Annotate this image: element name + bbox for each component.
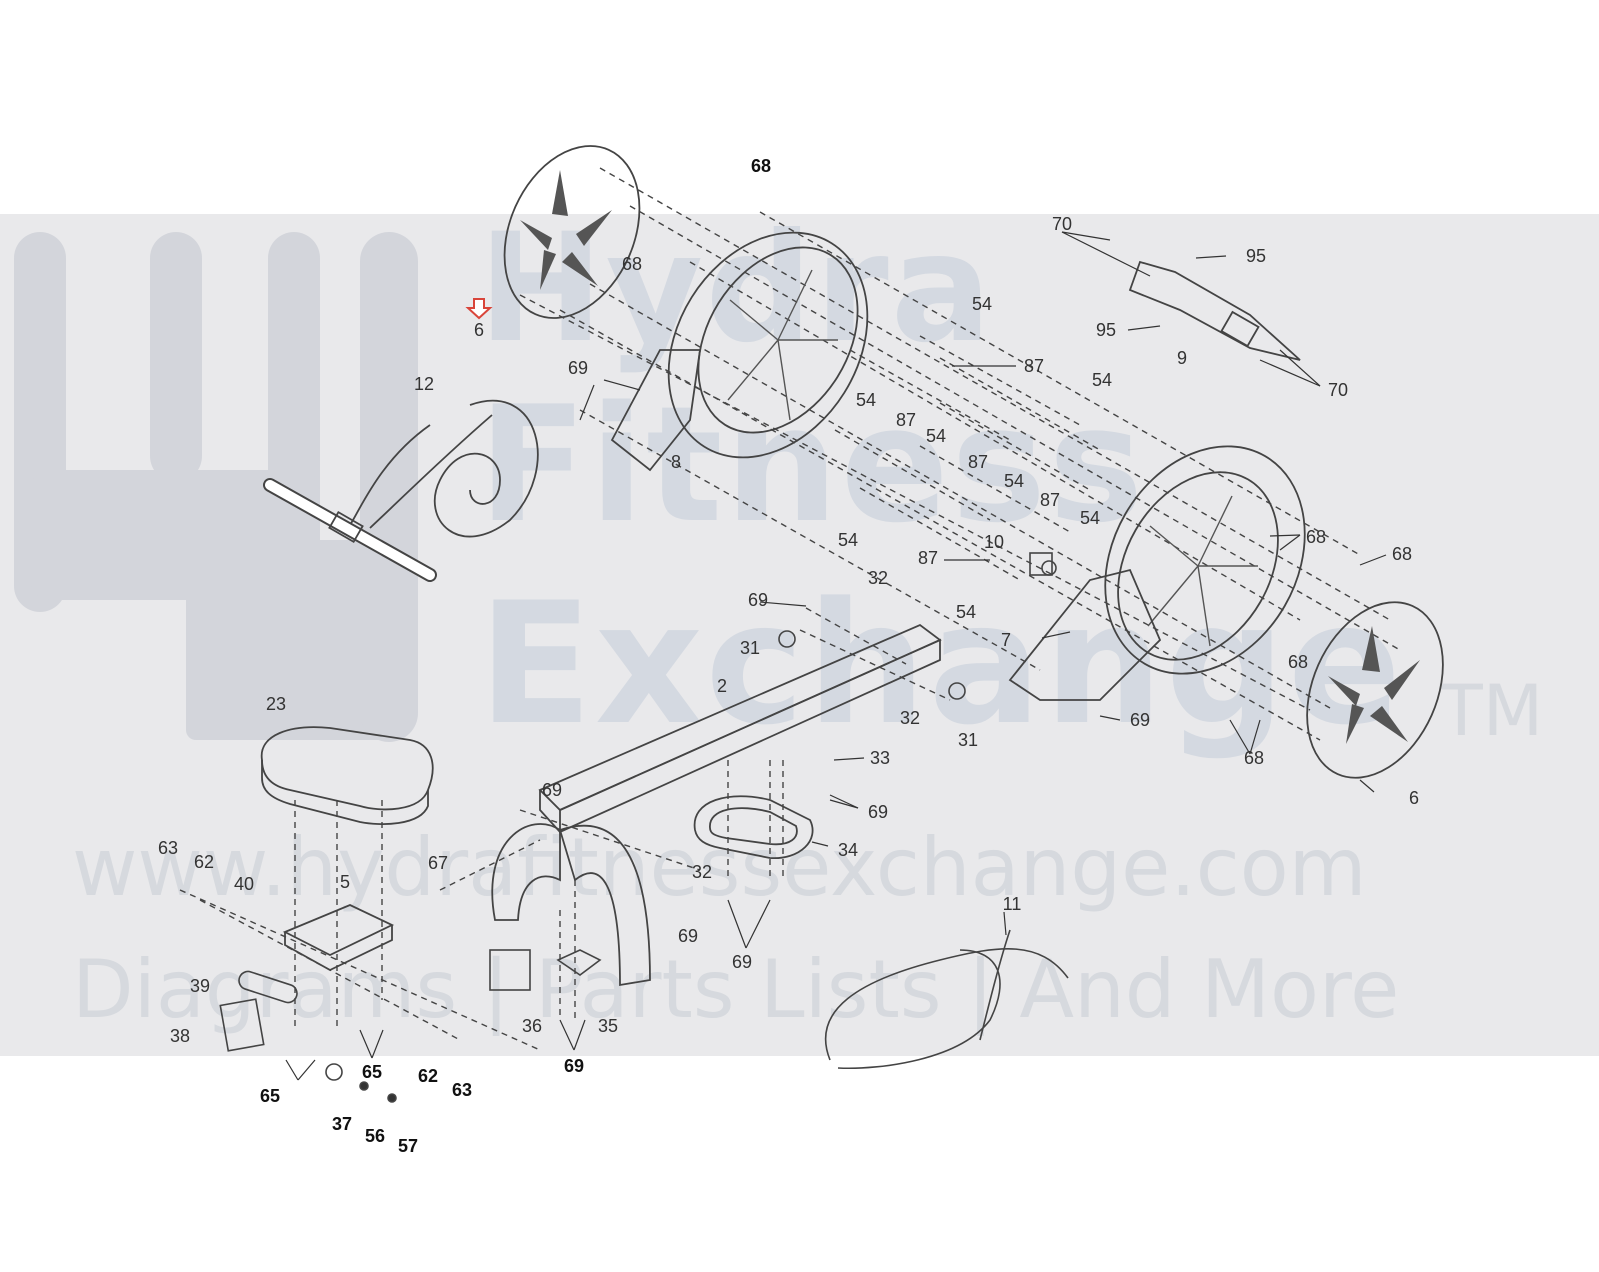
callout-54: 54 [955, 602, 977, 622]
callout-10: 10 [983, 532, 1005, 552]
callout-69: 69 [677, 926, 699, 946]
callout-5: 5 [339, 872, 351, 892]
callout-63: 63 [157, 838, 179, 858]
dashed-assembly-lines [179, 167, 1401, 1051]
callout-69: 69 [731, 952, 753, 972]
callout-87: 87 [895, 410, 917, 430]
callout-6: 6 [1408, 788, 1420, 808]
callout-54: 54 [1003, 471, 1025, 491]
callout-68: 68 [621, 254, 643, 274]
callout-7: 7 [1000, 630, 1012, 650]
callout-9: 9 [1176, 348, 1188, 368]
callout-68: 68 [1287, 652, 1309, 672]
callout-54: 54 [855, 390, 877, 410]
callout-33: 33 [869, 748, 891, 768]
callout-40: 40 [233, 874, 255, 894]
callout-38: 38 [169, 1026, 191, 1046]
watermark-line-exchange: Exchange [478, 566, 1404, 762]
callout-57: 57 [397, 1136, 419, 1156]
callout-62: 62 [417, 1066, 439, 1086]
fan-housing-right [1008, 445, 1306, 701]
callout-54: 54 [1079, 508, 1101, 528]
seat [260, 726, 434, 825]
callout-32: 32 [899, 708, 921, 728]
callout-56: 56 [364, 1126, 386, 1146]
callout-95: 95 [1245, 246, 1267, 266]
foot-rest-frame [693, 795, 814, 859]
callout-69: 69 [867, 802, 889, 822]
down-arrow-icon [465, 298, 493, 320]
highlight-marker [465, 298, 493, 320]
callout-68: 68 [1305, 527, 1327, 547]
callout-34: 34 [837, 840, 859, 860]
watermark-trademark: TM [1440, 670, 1544, 752]
callout-35: 35 [597, 1016, 619, 1036]
callout-32: 32 [691, 862, 713, 882]
callout-65: 65 [259, 1086, 281, 1106]
main-rail [491, 623, 942, 987]
callout-65: 65 [361, 1062, 383, 1082]
callout-8: 8 [670, 452, 682, 472]
callout-67: 67 [427, 853, 449, 873]
callout-87: 87 [1023, 356, 1045, 376]
callout-23: 23 [265, 694, 287, 714]
fan-housing-left [610, 231, 869, 472]
callout-87: 87 [917, 548, 939, 568]
fan-cover-right [1306, 601, 1444, 779]
callout-54: 54 [971, 294, 993, 314]
watermark-line-hydra: Hydra [478, 202, 994, 376]
callout-32: 32 [867, 568, 889, 588]
callout-31: 31 [957, 730, 979, 750]
callout-54: 54 [837, 530, 859, 550]
pulley-bracket [1128, 260, 1301, 361]
callout-70: 70 [1051, 214, 1073, 234]
callout-62: 62 [193, 852, 215, 872]
leader-lines [285, 231, 1387, 1081]
watermark-url: www.hydrafitnessexchange.com [72, 821, 1367, 914]
handle-and-strap [263, 399, 539, 582]
callout-69: 69 [747, 590, 769, 610]
callout-6: 6 [473, 320, 485, 340]
callout-36: 36 [521, 1016, 543, 1036]
callout-12: 12 [413, 374, 435, 394]
callout-68: 68 [1243, 748, 1265, 768]
callout-69: 69 [1129, 710, 1151, 730]
callout-87: 87 [967, 452, 989, 472]
callout-69: 69 [563, 1056, 585, 1076]
callout-69: 69 [541, 780, 563, 800]
watermark-tagline: Diagrams | Parts Lists | And More [72, 943, 1400, 1036]
callout-87: 87 [1039, 490, 1061, 510]
callout-54: 54 [925, 426, 947, 446]
callout-11: 11 [1002, 894, 1022, 914]
callout-95: 95 [1095, 320, 1117, 340]
callout-54: 54 [1091, 370, 1113, 390]
small-parts [219, 552, 1057, 1103]
callout-68: 68 [1391, 544, 1413, 564]
callout-2: 2 [716, 676, 728, 696]
callout-37: 37 [331, 1114, 353, 1134]
callout-63: 63 [451, 1080, 473, 1100]
callout-70: 70 [1327, 380, 1349, 400]
callout-31: 31 [739, 638, 761, 658]
callout-69: 69 [567, 358, 589, 378]
seat-carriage [282, 904, 395, 972]
cable [824, 929, 1069, 1070]
callout-68: 68 [750, 156, 772, 176]
fan-cover-left [503, 145, 641, 319]
callout-39: 39 [189, 976, 211, 996]
